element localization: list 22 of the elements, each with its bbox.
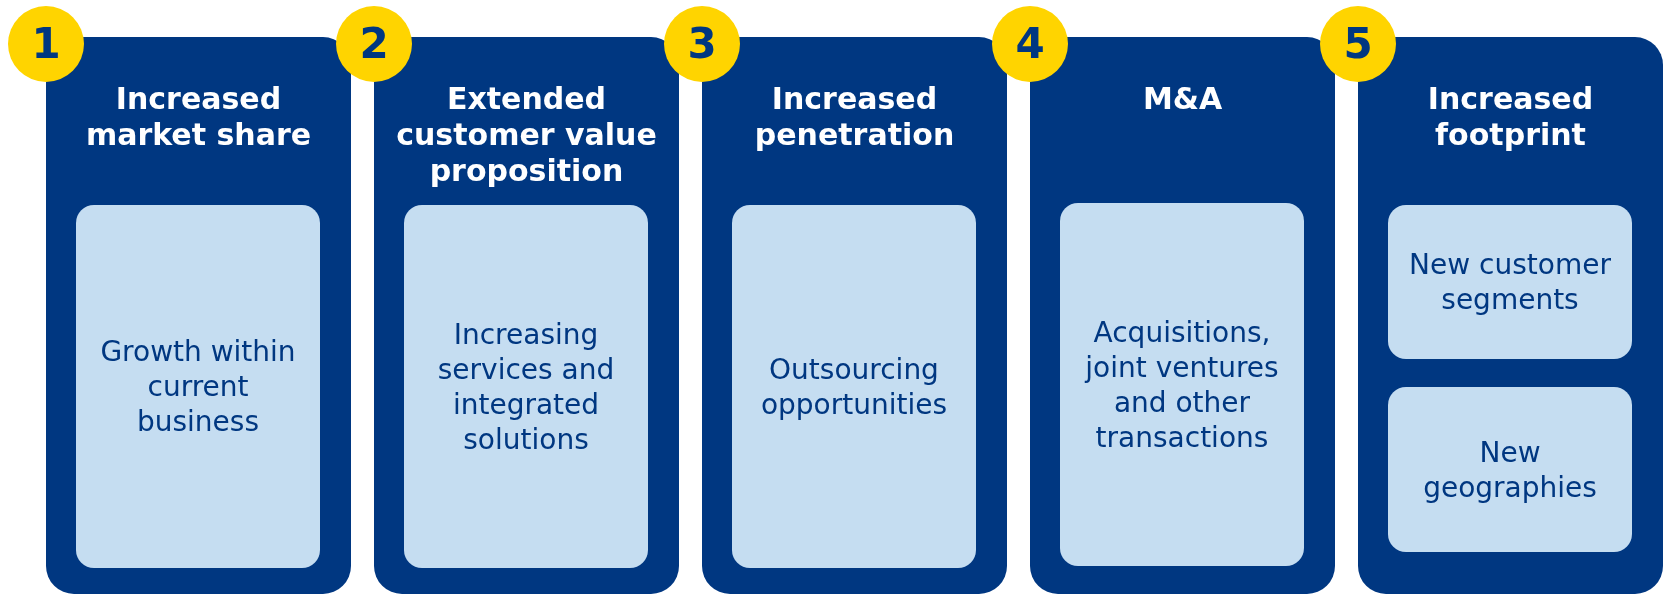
number-badge: 1 [8, 6, 84, 82]
panel-heading: Increased market share [84, 81, 313, 153]
box-text: Growth within current business [99, 334, 297, 439]
content-box [1388, 387, 1632, 552]
box-text: New customer segments [1408, 247, 1612, 317]
content-box [1388, 205, 1632, 359]
panel-heading: Increased penetration [753, 81, 956, 153]
panel-heading: Extended customer value proposition [395, 81, 658, 189]
panel-heading: Increased footprint [1426, 81, 1595, 153]
number-badge: 5 [1320, 6, 1396, 82]
box-text: New geographies [1422, 434, 1598, 505]
box-text: Increasing services and integrated solutions [436, 316, 616, 457]
number-badge: 4 [992, 6, 1068, 82]
content-box [76, 205, 320, 568]
content-box [404, 205, 648, 568]
content-box [732, 205, 976, 568]
number-badge: 2 [336, 6, 412, 82]
panel-heading: M&A [1141, 81, 1224, 117]
number-badge: 3 [664, 6, 740, 82]
box-text: Acquisitions, joint ventures and other transactions [1083, 314, 1280, 455]
content-box [1060, 203, 1304, 566]
box-text: Outsourcing opportunities [759, 351, 949, 422]
